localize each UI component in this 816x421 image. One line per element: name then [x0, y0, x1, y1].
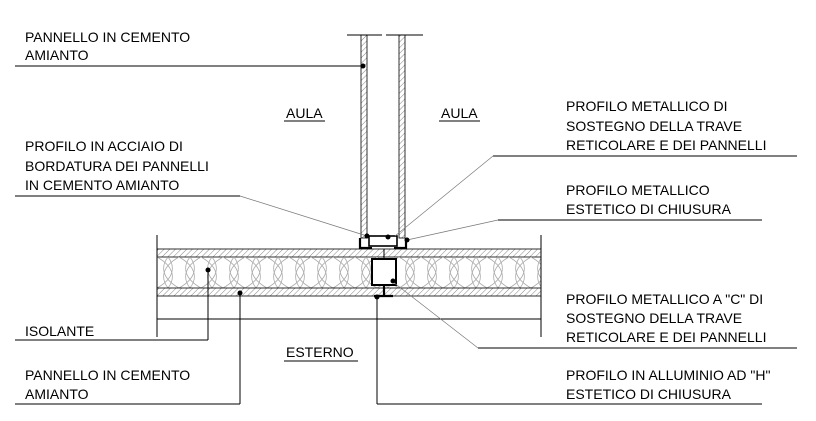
label-bottom-panel-1: PANNELLO IN CEMENTO	[25, 367, 190, 383]
label-c-profile-1: PROFILO METALLICO A "C" DI	[566, 291, 763, 307]
label-metal-support-2: SOSTEGNO DELLA TRAVE	[566, 118, 742, 134]
label-c-profile-3: RETICOLARE E DEI PANNELLI	[566, 329, 766, 345]
label-metal-support-1: PROFILO METALLICO DI	[566, 98, 728, 114]
label-top-panel-2: AMIANTO	[25, 47, 89, 63]
label-h-profile-2: ESTETICO DI CHIUSURA	[566, 386, 732, 402]
label-aula-right: AULA	[441, 105, 478, 121]
label-outside: ESTERNO	[286, 344, 354, 360]
vertical-wall-panels	[347, 34, 423, 239]
label-steel-profile-1: PROFILO IN ACCIAIO DI	[25, 138, 183, 154]
label-steel-profile-3: IN CEMENTO AMIANTO	[25, 177, 179, 193]
horizontal-panel-section	[156, 235, 542, 337]
leader-lines	[15, 65, 797, 405]
label-metal-closure-1: PROFILO METALLICO	[566, 182, 710, 198]
label-metal-support-3: RETICOLARE E DEI PANNELLI	[566, 137, 766, 153]
label-steel-profile-2: BORDATURA DEI PANNELLI	[25, 158, 209, 174]
label-top-panel-1: PANNELLO IN CEMENTO	[25, 29, 190, 45]
label-bottom-panel-2: AMIANTO	[25, 386, 89, 402]
label-h-profile-1: PROFILO IN ALLUMINIO AD "H"	[566, 367, 770, 383]
leader-dots	[205, 63, 410, 300]
label-c-profile-2: SOSTEGNO DELLA TRAVE	[566, 310, 742, 326]
label-insulation: ISOLANTE	[25, 323, 94, 339]
label-aula-left: AULA	[286, 105, 323, 121]
label-metal-closure-2: ESTETICO DI CHIUSURA	[566, 201, 732, 217]
